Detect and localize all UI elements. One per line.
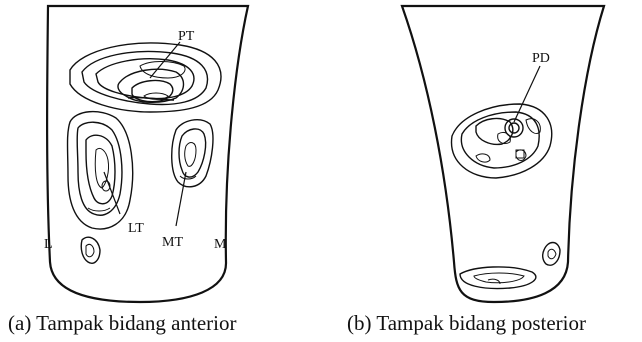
contours-lower-left bbox=[81, 237, 100, 263]
contours-pd bbox=[452, 104, 552, 178]
contours-mt bbox=[172, 120, 213, 187]
label-lt: LT bbox=[128, 221, 144, 236]
panel-posterior: PD (b) Tampak bidang posterior bbox=[347, 6, 604, 335]
leader-pt bbox=[150, 42, 180, 78]
label-pt: PT bbox=[178, 29, 195, 44]
label-mt: MT bbox=[162, 235, 183, 250]
caption-anterior: (a) Tampak bidang anterior bbox=[8, 311, 236, 335]
contours-lower-posterior bbox=[460, 243, 560, 289]
label-l: L bbox=[44, 237, 53, 252]
leader-pd bbox=[514, 66, 540, 122]
leader-mt bbox=[176, 172, 186, 226]
contours-pt bbox=[70, 43, 221, 112]
label-m: M bbox=[214, 237, 227, 252]
leader-lt bbox=[104, 172, 120, 214]
label-pd: PD bbox=[532, 51, 550, 66]
limb-outline-posterior bbox=[402, 6, 604, 302]
panel-anterior: PT LT MT L M (a) Tampak bidang anterior bbox=[8, 6, 248, 335]
caption-posterior: (b) Tampak bidang posterior bbox=[347, 311, 586, 335]
contours-lt bbox=[68, 112, 133, 229]
